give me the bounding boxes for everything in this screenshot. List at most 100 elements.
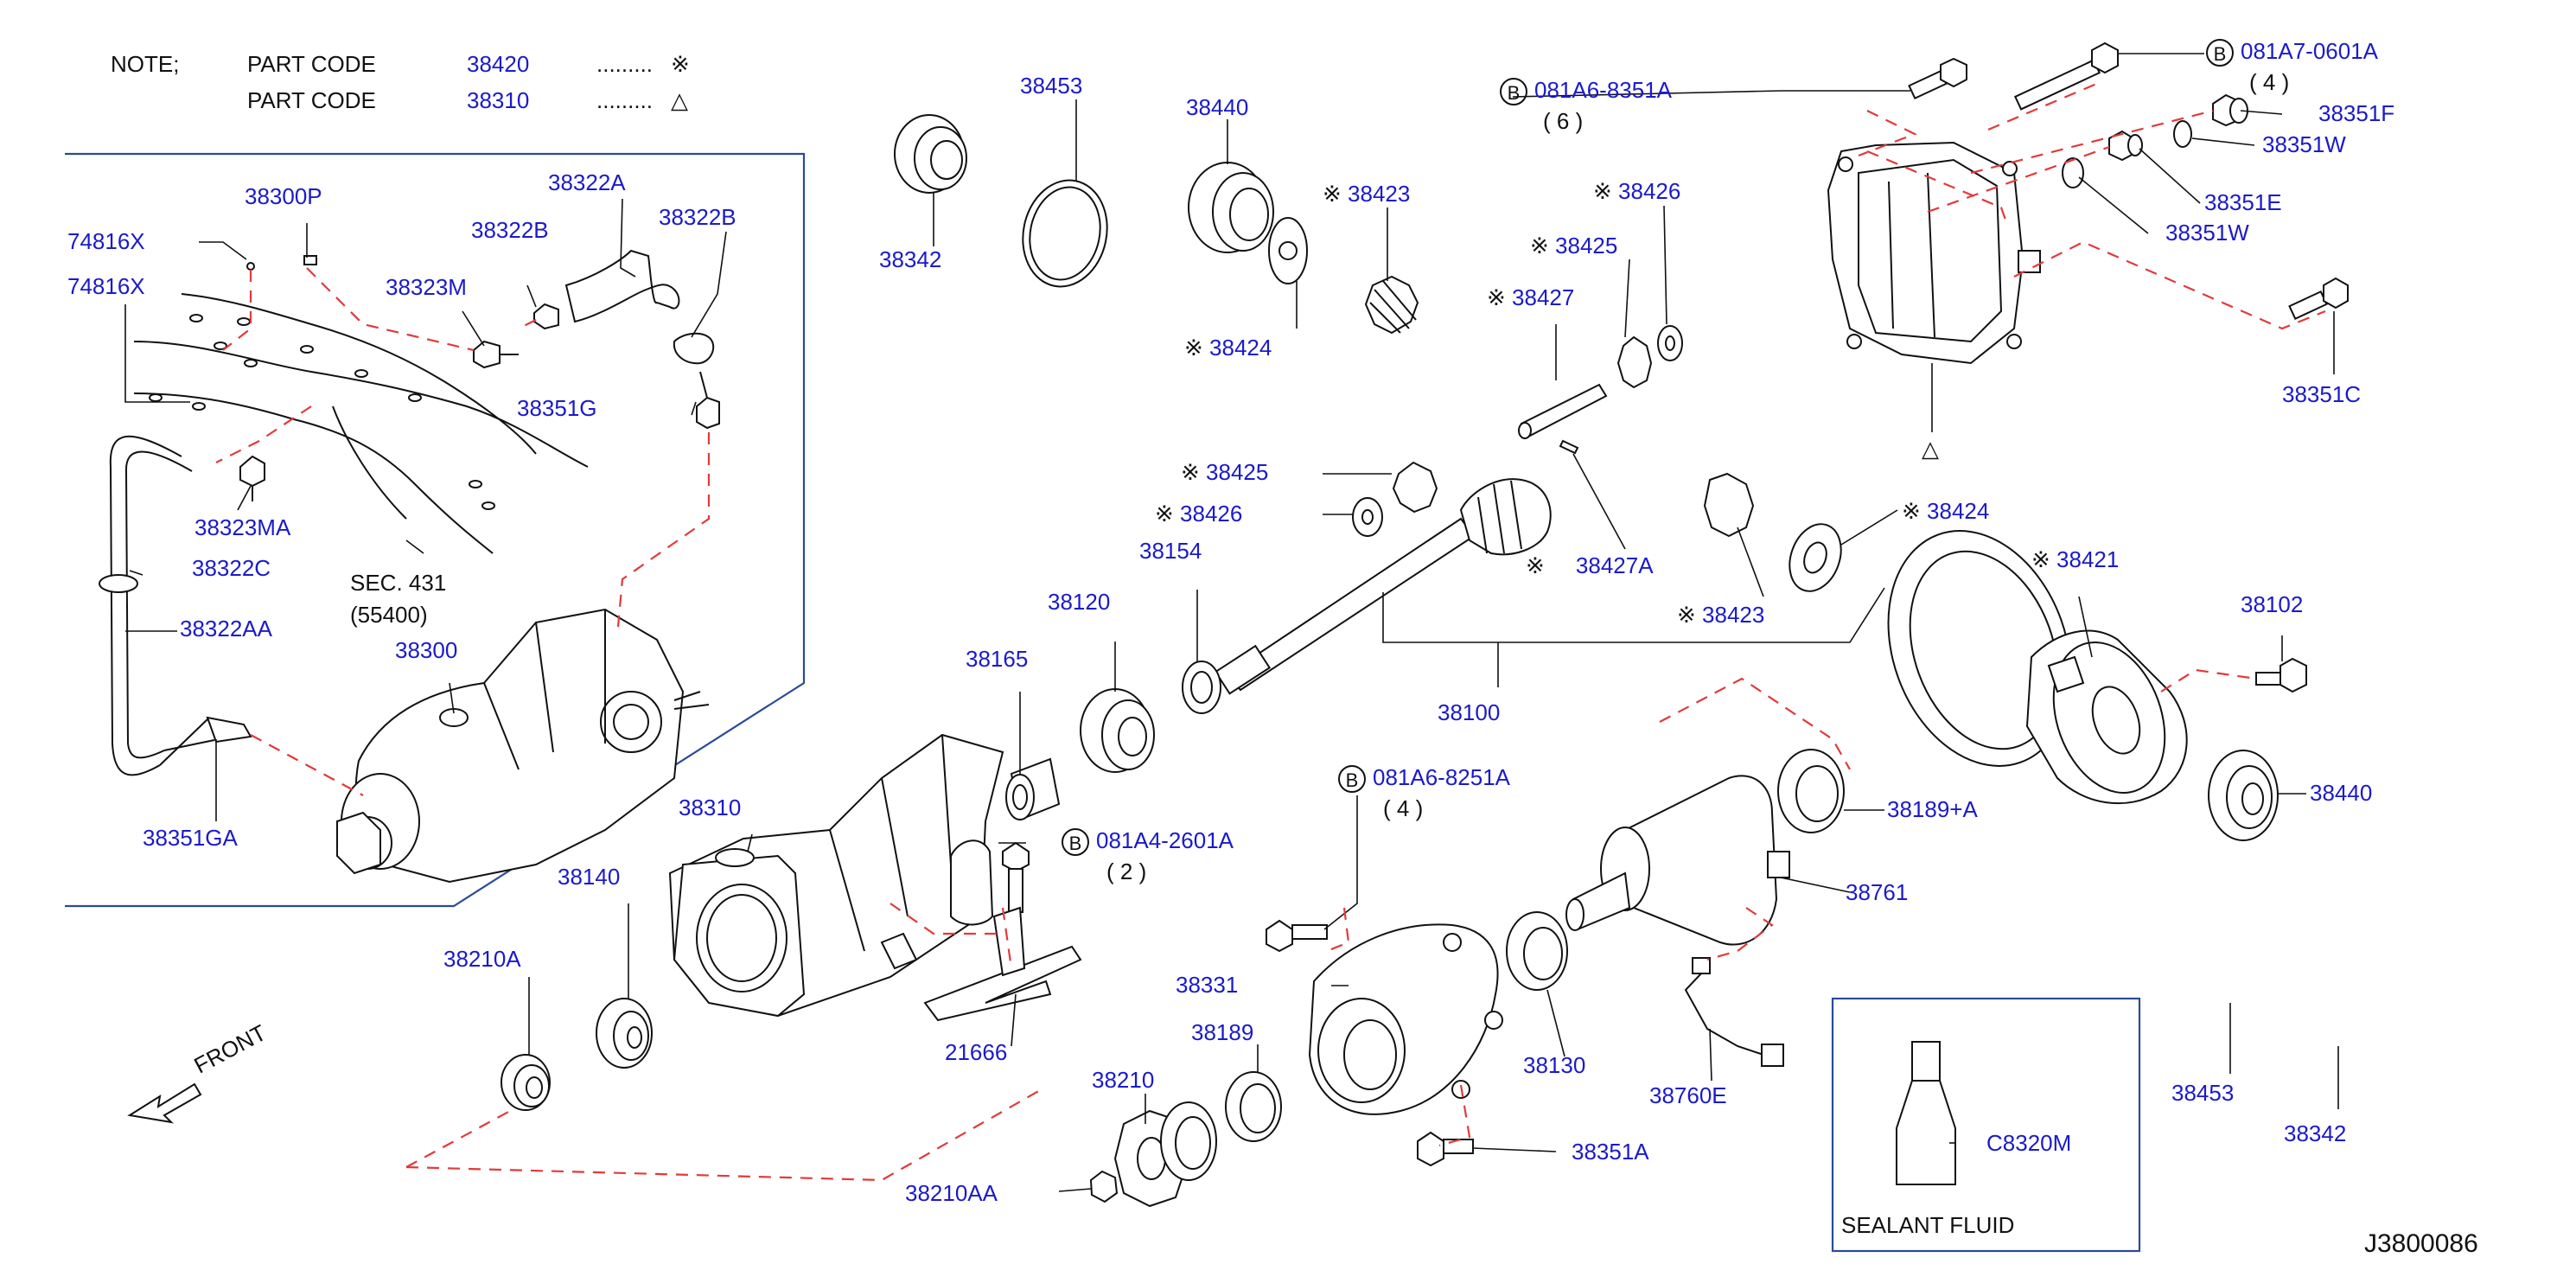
note-title: NOTE; <box>111 51 180 77</box>
bolt-2601a-drawing <box>1002 841 1030 913</box>
part-label-38100[interactable]: 38100 <box>1438 699 1501 725</box>
bolt-b-circle-icon: B <box>1062 828 1089 857</box>
part-label-38189[interactable]: 38189 <box>1191 1019 1254 1045</box>
part-label-38427a[interactable]: ※ 38427A <box>1526 552 1654 578</box>
part-label-38351w-b[interactable]: 38351W <box>2165 220 2249 246</box>
bolt-0601a-drawing <box>2013 41 2119 111</box>
part-label-38423-a[interactable]: ※ 38423 <box>1323 181 1411 207</box>
part-label-38351e[interactable]: 38351E <box>2204 189 2282 215</box>
part-label-38424-a[interactable]: ※ 38424 <box>1184 335 1272 361</box>
washer-38351w-a-drawing <box>2173 120 2192 148</box>
part-label-38210a[interactable]: 38210A <box>443 946 521 972</box>
bearing-38189-drawing <box>1225 1071 1282 1142</box>
sealant-label: SEALANT FLUID <box>1841 1212 2015 1238</box>
part-label-38440-a[interactable]: 38440 <box>1186 94 1249 120</box>
plug-38351f-drawing <box>2212 93 2248 127</box>
note-row2-code: 38310 <box>467 87 530 113</box>
part-label-38322c[interactable]: 38322C <box>192 555 271 581</box>
part-label-38154[interactable]: 38154 <box>1139 538 1202 564</box>
washer-38426-b-drawing <box>1352 497 1383 537</box>
part-label-38322a[interactable]: 38322A <box>548 169 626 195</box>
main-dash-lines <box>405 80 2326 1182</box>
part-label-38425-a[interactable]: ※ 38425 <box>1530 233 1618 259</box>
part-label-38426-b[interactable]: ※ 38426 <box>1155 501 1243 527</box>
rear-diff-assembly-drawing <box>336 608 710 884</box>
rear-cover-housing-drawing <box>1827 141 2041 365</box>
part-label-38322b-a[interactable]: 38322B <box>471 217 549 243</box>
part-label-38421[interactable]: ※ 38421 <box>2031 546 2120 572</box>
part-label-38351w-a[interactable]: 38351W <box>2262 131 2346 157</box>
part-label-38351ga[interactable]: 38351GA <box>143 825 238 851</box>
gear-38423-a-drawing <box>1364 275 1419 335</box>
note-row1-code: 38420 <box>467 51 530 77</box>
breather-hose-drawing <box>99 435 252 776</box>
part-label-38453-b[interactable]: 38453 <box>2171 1080 2235 1106</box>
part-label-38120[interactable]: 38120 <box>1048 589 1111 615</box>
ring-gear-38421-drawing <box>1887 530 2188 805</box>
part-label-38425-b[interactable]: ※ 38425 <box>1181 459 1269 485</box>
part-label-38351g[interactable]: 38351G <box>517 395 597 421</box>
part-label-38760e[interactable]: 38760E <box>1649 1082 1727 1108</box>
part-label-38351c[interactable]: 38351C <box>2282 381 2362 407</box>
part-label-38323ma[interactable]: 38323MA <box>194 514 291 540</box>
part-label-38300p[interactable]: 38300P <box>245 183 322 209</box>
part-label-38342-a[interactable]: 38342 <box>879 246 942 272</box>
part-label-38351a[interactable]: 38351A <box>1572 1139 1649 1165</box>
part-label-38300[interactable]: 38300 <box>395 637 458 663</box>
part-label-38310[interactable]: 38310 <box>679 795 742 820</box>
bolt-b-circle-icon: B <box>1500 78 1527 106</box>
nut-38210aa-drawing <box>1089 1170 1119 1203</box>
part-label-38426-a[interactable]: ※ 38426 <box>1593 178 1681 204</box>
part-label-c8320m[interactable]: C8320M <box>1986 1130 2072 1156</box>
part-label-38210aa[interactable]: 38210AA <box>905 1180 998 1206</box>
part-label-74816x-b[interactable]: 74816X <box>67 273 145 299</box>
note-row2-symbol: △ <box>671 87 688 113</box>
bolt-qty-0601a: ( 4 ) <box>2249 69 2290 95</box>
part-label-38210[interactable]: 38210 <box>1092 1067 1155 1093</box>
bracket-21666-drawing <box>923 906 1082 1022</box>
part-label-38423-b[interactable]: ※ 38423 <box>1677 602 1765 628</box>
part-label-38323m[interactable]: 38323M <box>386 274 467 300</box>
part-label-38342-b[interactable]: 38342 <box>2284 1120 2347 1146</box>
inset-dash-lines <box>215 267 711 796</box>
note-row1-symbol: ※ <box>671 51 690 77</box>
part-label-38322b-b[interactable]: 38322B <box>659 204 736 230</box>
cover-38331-drawing <box>1308 923 1503 1115</box>
washer-38426-a-drawing <box>1657 325 1683 361</box>
part-label-38331[interactable]: 38331 <box>1176 972 1239 998</box>
part-label-38351f[interactable]: 38351F <box>2318 100 2395 126</box>
part-label-38130[interactable]: 38130 <box>1523 1052 1586 1078</box>
seal-38342-a-drawing <box>894 114 967 194</box>
bearing-38440-b-drawing <box>2208 750 2279 841</box>
seal-38130-drawing <box>1506 911 1568 991</box>
spacer-38165-drawing <box>1005 757 1061 821</box>
part-label-38427[interactable]: ※ 38427 <box>1487 284 1575 310</box>
part-label-38165[interactable]: 38165 <box>966 646 1029 672</box>
main-leader-lines <box>528 53 2339 1192</box>
part-label-38102[interactable]: 38102 <box>2241 591 2304 617</box>
seal-38210a-drawing <box>501 1054 551 1111</box>
bolt-38351c-drawing <box>2288 277 2349 321</box>
bearing-38440-a-drawing <box>1188 162 1308 284</box>
part-label-74816x-a[interactable]: 74816X <box>67 228 145 254</box>
part-label-38424-b[interactable]: ※ 38424 <box>1902 498 1990 524</box>
inset-frame <box>65 152 806 908</box>
part-label-38322aa[interactable]: 38322AA <box>180 616 272 642</box>
part-label-38140[interactable]: 38140 <box>558 864 621 890</box>
part-label-38440-b[interactable]: 38440 <box>2310 780 2373 806</box>
bolt-qty-8351a: ( 6 ) <box>1543 108 1584 134</box>
part-label-21666[interactable]: 21666 <box>945 1039 1008 1065</box>
part-label-38761[interactable]: 38761 <box>1846 879 1909 905</box>
pin-38427-drawing <box>1518 383 1608 439</box>
bolt-qty-8251a: ( 4 ) <box>1383 795 1424 821</box>
plug-38351e-drawing <box>2108 130 2143 162</box>
part-label-38189a[interactable]: 38189+A <box>1887 796 1978 822</box>
part-label-38453-a[interactable]: 38453 <box>1020 73 1083 99</box>
inset-leader-lines <box>124 198 727 821</box>
pinion-shaft-38100-drawing <box>1214 478 1552 695</box>
